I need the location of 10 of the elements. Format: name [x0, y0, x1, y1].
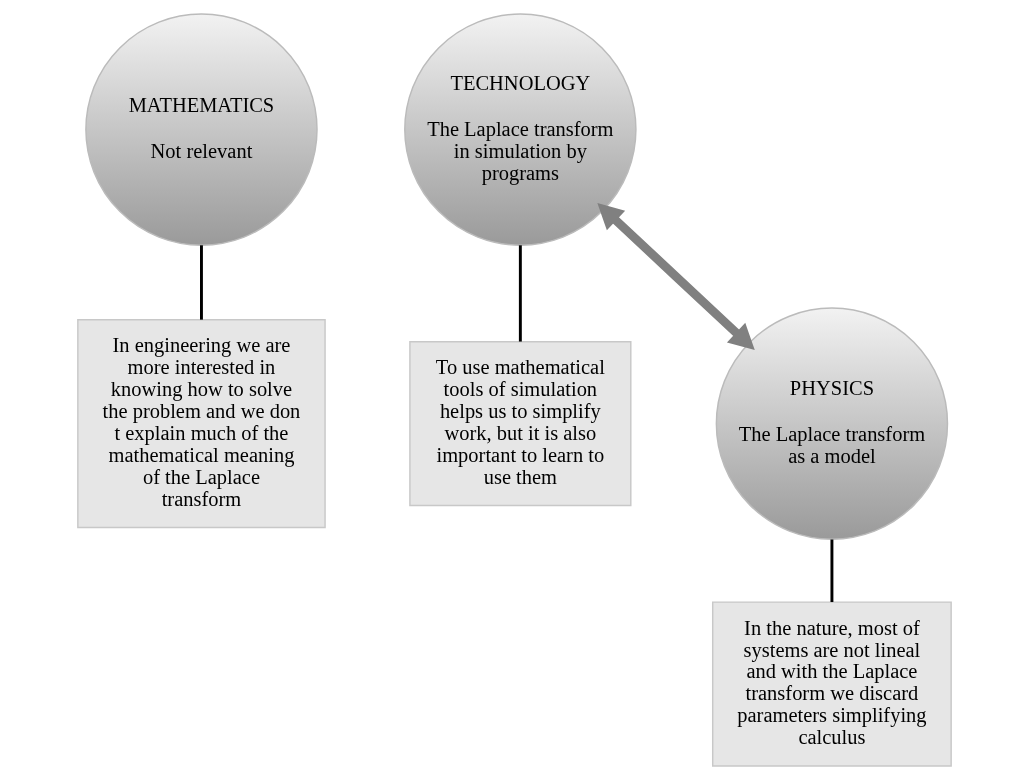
node-circle: MATHEMATICS Not relevant [85, 13, 318, 246]
node-circle: TECHNOLOGY The Laplace transform in simulation by programs [404, 13, 637, 246]
connector [518, 245, 522, 342]
connector [200, 245, 203, 320]
connector [830, 539, 834, 603]
node-box: To use mathematical tools of simulation helps us to simplify work, but it is also important to learn to use them [409, 341, 632, 507]
arrow [597, 203, 755, 351]
node-box: In engineering we are more interested in knowing how to solve the problem and we don t explain much of the mathematical meaning of the Laplace transform [77, 319, 326, 529]
node-circle: PHYSICS The Laplace transform as a model [715, 307, 949, 540]
node-box: In the nature, most of systems are not lineal and with the Laplace transform we discard parameters simplifying calculus [712, 601, 952, 767]
